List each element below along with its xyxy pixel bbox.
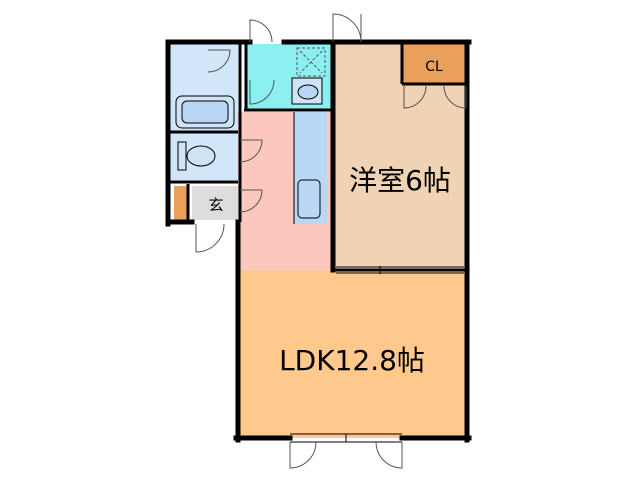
closet-label: CL bbox=[425, 59, 443, 75]
washbasin-bowl bbox=[297, 84, 319, 100]
entrance-floor bbox=[192, 186, 238, 220]
ldk-floor bbox=[238, 270, 467, 438]
ldk-label: LDK12.8帖 bbox=[279, 344, 425, 377]
sliding-door bbox=[336, 266, 464, 274]
toilet-tank bbox=[177, 141, 187, 171]
kitchen-sink bbox=[297, 179, 321, 219]
western-room-label: 洋室6帖 bbox=[349, 164, 451, 197]
shoe-cabinet bbox=[174, 186, 188, 220]
entrance-label: 玄 bbox=[208, 196, 223, 214]
washing-machine-cross-2 bbox=[299, 50, 323, 74]
bottom-window bbox=[290, 433, 402, 443]
bathtub-inner bbox=[181, 100, 229, 124]
walls bbox=[165, 39, 472, 443]
partitions bbox=[170, 44, 467, 272]
toilet-bowl bbox=[186, 145, 216, 167]
closet-floor bbox=[402, 44, 467, 84]
washing-machine-pan bbox=[296, 47, 326, 77]
door-swings bbox=[195, 13, 467, 469]
